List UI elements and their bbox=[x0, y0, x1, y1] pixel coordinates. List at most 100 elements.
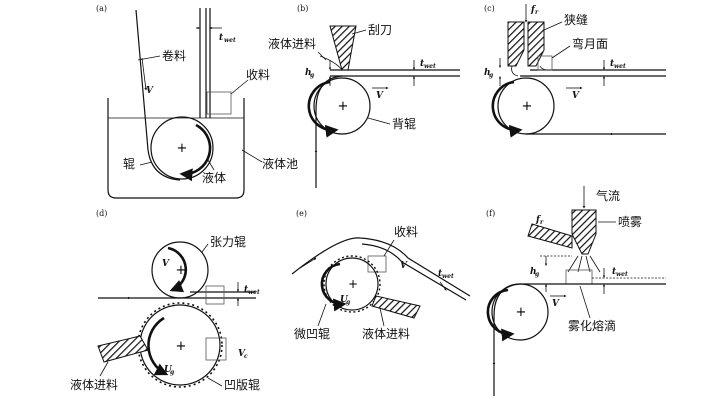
back-roll-label: 背辊 bbox=[392, 117, 416, 131]
twet-symbol: t bbox=[244, 285, 249, 295]
liquid-feed-leader bbox=[99, 361, 109, 377]
micro-gravure-center: + bbox=[348, 277, 358, 291]
panel-a-label: (a) bbox=[96, 4, 107, 13]
backing-roll-center: + bbox=[522, 99, 533, 114]
micro-gravure-roll bbox=[325, 257, 379, 311]
web bbox=[291, 237, 471, 297]
tension-roll-label: 张力辊 bbox=[210, 235, 246, 249]
hg-subscript: g bbox=[310, 72, 314, 79]
v-symbol: V bbox=[400, 261, 408, 271]
hg-symbol: h bbox=[484, 68, 491, 78]
twet-arrow-top bbox=[439, 281, 447, 291]
backing-roll-arrow bbox=[486, 288, 515, 342]
collect-leader bbox=[383, 239, 395, 257]
meniscus-leader bbox=[551, 45, 571, 59]
v-symbol: V bbox=[552, 299, 560, 309]
droplets-detail-box bbox=[565, 269, 593, 285]
liquid-feed-leader bbox=[379, 307, 385, 327]
tension-roll-arrow bbox=[167, 246, 188, 293]
panel-c-label: (c) bbox=[484, 4, 495, 13]
liquid-feed-label: 液体进料 bbox=[70, 377, 118, 392]
micro-gravure-arrow bbox=[320, 262, 347, 312]
vc-subscript: c bbox=[244, 353, 248, 360]
roll-label: 辊 bbox=[123, 157, 135, 171]
backing-roll-arrow bbox=[491, 80, 523, 138]
ug-symbol: U bbox=[340, 295, 349, 305]
micro-gravure-label: 微凹辊 bbox=[294, 327, 330, 341]
blade bbox=[329, 25, 357, 71]
twet-subscript: wet bbox=[424, 63, 436, 70]
slot-die-left bbox=[507, 21, 525, 67]
web-in bbox=[493, 283, 521, 396]
feed-leader bbox=[137, 55, 161, 61]
panel-b-label: (b) bbox=[297, 4, 308, 13]
panel-f: (f) 气流 f r 喷雾 + V h g t wet bbox=[486, 186, 666, 396]
spray-label: 喷雾 bbox=[618, 215, 642, 229]
roll-leader bbox=[139, 161, 153, 166]
web-arrow bbox=[299, 257, 317, 269]
slot-die-right bbox=[527, 21, 545, 67]
backing-roll-center: + bbox=[516, 305, 527, 320]
liquid-feed-label: 液体进料 bbox=[268, 36, 316, 51]
liquid-leader bbox=[207, 159, 215, 171]
collect-detail-box bbox=[206, 91, 232, 115]
back-roll-arrow bbox=[307, 80, 339, 138]
airflow-label: 气流 bbox=[596, 188, 620, 203]
twet-symbol: t bbox=[610, 59, 615, 69]
spray-cone bbox=[567, 255, 601, 273]
gravure-leader bbox=[207, 377, 223, 387]
ug-subscript: g bbox=[170, 369, 174, 376]
fr-symbol: f bbox=[530, 5, 537, 15]
micro-gravure-cells bbox=[323, 255, 381, 313]
panel-d: (d) + V t wet + U g V c 张力辊 液体进料 凹版辊 bbox=[70, 209, 260, 392]
twet-subscript: wet bbox=[224, 37, 236, 44]
panel-f-label: (f) bbox=[486, 209, 495, 218]
slot-label: 狭缝 bbox=[564, 12, 588, 27]
twet-subscript: wet bbox=[614, 63, 626, 70]
liquid-feed-wedge bbox=[371, 295, 421, 319]
twet-subscript: wet bbox=[616, 271, 628, 278]
panel-a: (a) + V t wet 卷料 收料 辊 液体 液体池 bbox=[96, 4, 298, 199]
collect-label: 收料 bbox=[246, 68, 270, 82]
meniscus-left bbox=[511, 65, 519, 77]
liquid-feed-wedge bbox=[97, 335, 149, 363]
panel-e-label: (e) bbox=[296, 209, 307, 218]
liquid-label: 液体 bbox=[202, 170, 226, 185]
meniscus-label: 弯月面 bbox=[572, 36, 608, 51]
panel-e: (e) V + U g t wet 收料 微凹辊 液体进料 bbox=[291, 209, 471, 341]
blade-leader bbox=[351, 29, 367, 35]
tension-roll-center: + bbox=[176, 263, 187, 278]
v-symbol: V bbox=[146, 86, 154, 96]
collect-label: 收料 bbox=[394, 225, 418, 239]
twet-symbol: t bbox=[438, 269, 443, 279]
v-symbol: V bbox=[162, 259, 170, 269]
pool-label: 液体池 bbox=[262, 156, 298, 171]
back-roll-leader bbox=[367, 117, 391, 125]
v-symbol: V bbox=[376, 91, 384, 101]
web-in bbox=[135, 9, 181, 181]
web-in bbox=[315, 75, 343, 188]
twet-symbol: t bbox=[420, 59, 425, 69]
roll-center: + bbox=[177, 141, 188, 156]
micro-leader bbox=[317, 303, 327, 327]
fr-subscript: r bbox=[535, 9, 539, 16]
feed-label: 卷料 bbox=[162, 48, 186, 63]
hg-symbol: h bbox=[530, 267, 537, 277]
liquid-feed-label: 液体进料 bbox=[362, 326, 410, 341]
droplets-leader bbox=[579, 285, 591, 319]
film-detail-box bbox=[367, 255, 387, 273]
twet-symbol: t bbox=[219, 33, 224, 43]
tension-leader bbox=[201, 243, 209, 253]
fr-subscript: r bbox=[540, 219, 544, 226]
back-roll-center: + bbox=[338, 99, 349, 114]
hg-symbol: h bbox=[305, 68, 312, 78]
twet-subscript: wet bbox=[248, 289, 260, 296]
v-symbol: V bbox=[572, 91, 580, 101]
feed-nozzle bbox=[527, 223, 573, 249]
pool-leader bbox=[241, 149, 263, 163]
fr-symbol: f bbox=[535, 215, 542, 225]
gravure-roll-label: 凹版辊 bbox=[224, 378, 260, 392]
twet-subscript: wet bbox=[442, 273, 454, 280]
vc-detail-box bbox=[205, 337, 227, 361]
twet-symbol: t bbox=[612, 267, 617, 277]
